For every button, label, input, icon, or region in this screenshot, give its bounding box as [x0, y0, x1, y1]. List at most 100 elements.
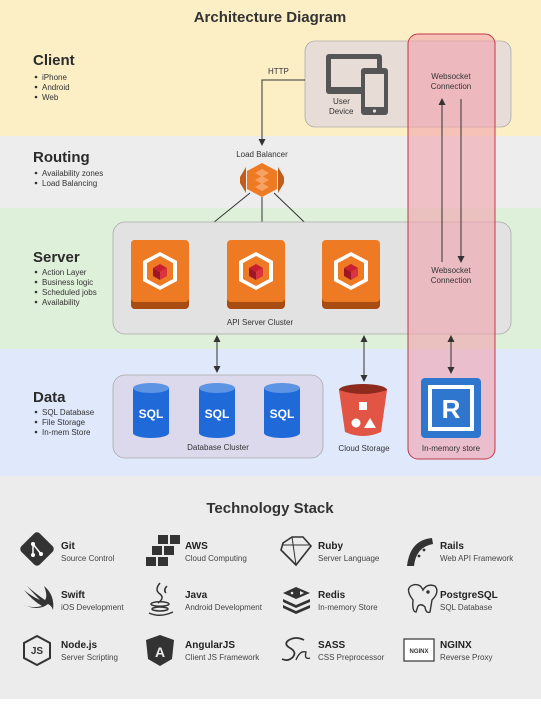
- tech-desc: Server Scripting: [61, 653, 118, 662]
- tech-desc: Reverse Proxy: [440, 653, 492, 662]
- tech-name: PostgreSQL: [440, 590, 498, 601]
- tech-name: Git: [61, 541, 76, 552]
- tech-desc: SQL Database: [440, 603, 493, 612]
- tech-desc: Cloud Computing: [185, 554, 247, 563]
- ruby-icon: [280, 536, 313, 567]
- redis-letter: R: [442, 394, 461, 424]
- redis-store-icon: R: [421, 378, 481, 438]
- tech-desc: In-memory Store: [318, 603, 378, 612]
- api-server-1-icon: [131, 240, 189, 309]
- stack-item-git: Git Source Control: [20, 532, 115, 566]
- stack-item-java: Java Android Development: [148, 582, 263, 616]
- websocket-label-top: Connection: [431, 82, 471, 91]
- database-cluster-label: Database Cluster: [187, 443, 249, 452]
- client-bullet: Android: [42, 83, 70, 92]
- tech-name: Ruby: [318, 541, 343, 552]
- websocket-label-top: Websocket: [431, 72, 471, 81]
- routing-title: Routing: [33, 149, 90, 166]
- sass-icon: [281, 637, 311, 662]
- tech-desc: Web API Framework: [440, 554, 514, 563]
- stack-title: Technology Stack: [206, 500, 334, 517]
- server-title: Server: [33, 249, 80, 266]
- redis-icon: [283, 587, 310, 614]
- routing-bullet: Availability zones: [42, 169, 103, 178]
- tech-name: AngularJS: [185, 640, 235, 651]
- http-label: HTTP: [268, 67, 289, 76]
- user-device-icon: [326, 54, 388, 115]
- git-icon: [20, 532, 54, 566]
- aws-icon: [146, 535, 180, 566]
- server-bullet: Business logic: [42, 278, 93, 287]
- client-bullet: iPhone: [42, 73, 67, 82]
- nginx-logo-text: NGINX: [409, 649, 428, 655]
- stack-item-aws: AWS Cloud Computing: [146, 535, 247, 566]
- angularjs-icon: A: [146, 635, 174, 666]
- stack-item-nginx: NGINX NGINX Reverse Proxy: [403, 638, 492, 662]
- server-bullet: Action Layer: [42, 268, 87, 277]
- tech-name: Java: [185, 590, 208, 601]
- stack-item-redis: Redis In-memory Store: [283, 587, 378, 614]
- stack-item-swift: Swift iOS Development: [22, 586, 124, 612]
- api-server-3-icon: [322, 240, 380, 309]
- stack-item-angularjs: A AngularJS Client JS Framework: [146, 635, 260, 666]
- cloud-storage-label: Cloud Storage: [338, 444, 390, 453]
- data-bullet: SQL Database: [42, 408, 95, 417]
- data-title: Data: [33, 389, 66, 406]
- tech-desc: Android Development: [185, 603, 263, 612]
- client-title: Client: [33, 52, 75, 69]
- user-device-label: User: [333, 97, 350, 106]
- postgresql-icon: [407, 583, 438, 614]
- stack-band: [0, 476, 541, 699]
- server-bullet: Scheduled jobs: [42, 288, 97, 297]
- page-title: Architecture Diagram: [194, 9, 347, 26]
- load-balancer-icon: [240, 163, 284, 197]
- websocket-bar: [407, 33, 496, 460]
- tech-name: SASS: [318, 640, 346, 651]
- client-bullets: iPhone Android Web: [34, 73, 70, 102]
- inmemory-store-label: In-memory store: [422, 444, 481, 453]
- tech-desc: CSS Preprocessor: [318, 653, 385, 662]
- tech-desc: iOS Development: [61, 603, 124, 612]
- svg-text:JS: JS: [31, 646, 44, 657]
- sql-database-1-icon: SQL: [133, 383, 169, 438]
- tech-desc: Server Language: [318, 554, 380, 563]
- rails-icon: [407, 538, 433, 566]
- tech-name: NGINX: [440, 640, 472, 651]
- sql-label: SQL: [205, 407, 230, 421]
- data-bullet: File Storage: [42, 418, 86, 427]
- stack-item-ruby: Ruby Server Language: [280, 536, 380, 567]
- sql-label: SQL: [139, 407, 164, 421]
- client-bullet: Web: [42, 93, 59, 102]
- tech-desc: Source Control: [61, 554, 115, 563]
- sql-database-2-icon: SQL: [199, 383, 235, 438]
- tech-desc: Client JS Framework: [185, 653, 260, 662]
- stack-item-postgresql: PostgreSQL SQL Database: [407, 583, 498, 614]
- load-balancer-label: Load Balancer: [236, 150, 288, 159]
- tech-name: Swift: [61, 590, 86, 601]
- tech-name: Redis: [318, 590, 346, 601]
- tech-name: Rails: [440, 541, 464, 552]
- http-connector: [258, 79, 305, 146]
- tech-name: AWS: [185, 541, 208, 552]
- routing-bullet: Load Balancing: [42, 179, 97, 188]
- svg-text:A: A: [155, 644, 165, 660]
- api-cluster-label: API Server Cluster: [227, 318, 294, 327]
- sql-label: SQL: [270, 407, 295, 421]
- websocket-label-mid: Websocket: [431, 266, 471, 275]
- swift-icon: [22, 586, 54, 610]
- stack-item-rails: Rails Web API Framework: [407, 538, 514, 566]
- api-server-2-icon: [227, 240, 285, 309]
- data-bullet: In-mem Store: [42, 428, 91, 437]
- stack-item-nodejs: JS Node.js Server Scripting: [23, 634, 118, 667]
- server-bullet: Availability: [42, 298, 80, 307]
- nodejs-icon: JS: [23, 634, 51, 667]
- cloud-storage-icon: [339, 384, 387, 436]
- websocket-label-mid: Connection: [431, 276, 471, 285]
- sql-database-3-icon: SQL: [264, 383, 300, 438]
- java-icon: [148, 582, 174, 616]
- user-device-label: Device: [329, 107, 354, 116]
- nginx-icon: NGINX: [403, 638, 435, 662]
- stack-item-sass: SASS CSS Preprocessor: [281, 637, 385, 662]
